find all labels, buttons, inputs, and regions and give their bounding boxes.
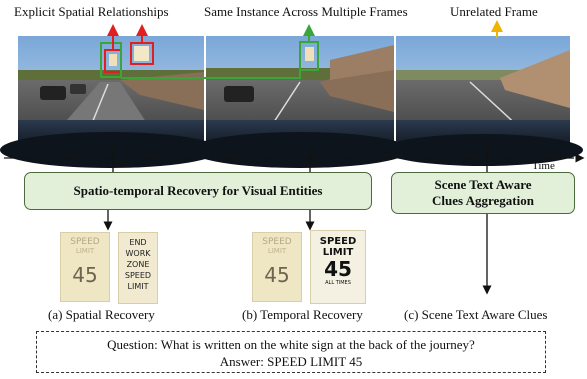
- frame1-title: Explicit Spatial Relationships: [14, 4, 169, 19]
- clear-small-text: ALL TIMES: [325, 280, 351, 286]
- frame-3-image: [383, 20, 583, 166]
- clear-limit-text: LIMIT: [322, 247, 354, 258]
- temporal-faded-45-text: 45: [264, 263, 290, 287]
- frame-2-image: [190, 24, 410, 168]
- faded-speed-text: SPEED: [70, 237, 100, 247]
- spatial-crop-end-work-zone-sign: END WORK ZONE SPEED LIMIT: [118, 232, 158, 304]
- clear-speed-text: SPEED: [319, 236, 357, 247]
- temporal-crop-clear-sign: SPEED LIMIT 45 ALL TIMES: [310, 230, 366, 304]
- instance-link-line: [121, 70, 301, 79]
- spatio-temporal-recovery-label: Spatio-temporal Recovery for Visual Enti…: [73, 182, 323, 198]
- frame-1-image: [0, 24, 220, 168]
- end-work-zone-line3: ZONE: [126, 260, 150, 269]
- scene-text-aggregation-box: Scene Text Aware Clues Aggregation: [391, 172, 575, 214]
- question-text: Question: What is written on the white s…: [107, 337, 475, 352]
- frame3-title: Unrelated Frame: [450, 4, 538, 19]
- frame2-title: Same Instance Across Multiple Frames: [204, 4, 408, 19]
- temporal-faded-speed-text: SPEED: [262, 237, 292, 247]
- end-work-zone-line2: WORK: [125, 249, 151, 258]
- caption-scene-text-clues: (c) Scene Text Aware Clues: [404, 307, 548, 322]
- qa-box: Question: What is written on the white s…: [36, 331, 546, 373]
- faded-45-text: 45: [72, 263, 98, 287]
- temporal-crop-faded-sign: SPEED LIMIT 45: [252, 232, 302, 302]
- spatial-crop-speed-sign: SPEED LIMIT 45: [60, 232, 110, 302]
- temporal-faded-limit-text: LIMIT: [267, 247, 287, 255]
- time-label: Time: [532, 160, 555, 172]
- end-work-zone-line5: LIMIT: [127, 282, 149, 291]
- faded-limit-text: LIMIT: [75, 247, 95, 255]
- end-work-zone-line4: SPEED: [124, 271, 152, 280]
- end-work-zone-line1: END: [129, 238, 147, 247]
- scene-text-line2: Clues Aggregation: [432, 193, 534, 208]
- clear-45-text: 45: [324, 257, 352, 281]
- scene-text-line1: Scene Text Aware: [434, 176, 532, 192]
- answer-text: Answer: SPEED LIMIT 45: [219, 354, 363, 369]
- spatio-temporal-recovery-box: Spatio-temporal Recovery for Visual Enti…: [24, 172, 372, 210]
- caption-temporal-recovery: (b) Temporal Recovery: [242, 307, 363, 322]
- caption-spatial-recovery: (a) Spatial Recovery: [48, 307, 155, 322]
